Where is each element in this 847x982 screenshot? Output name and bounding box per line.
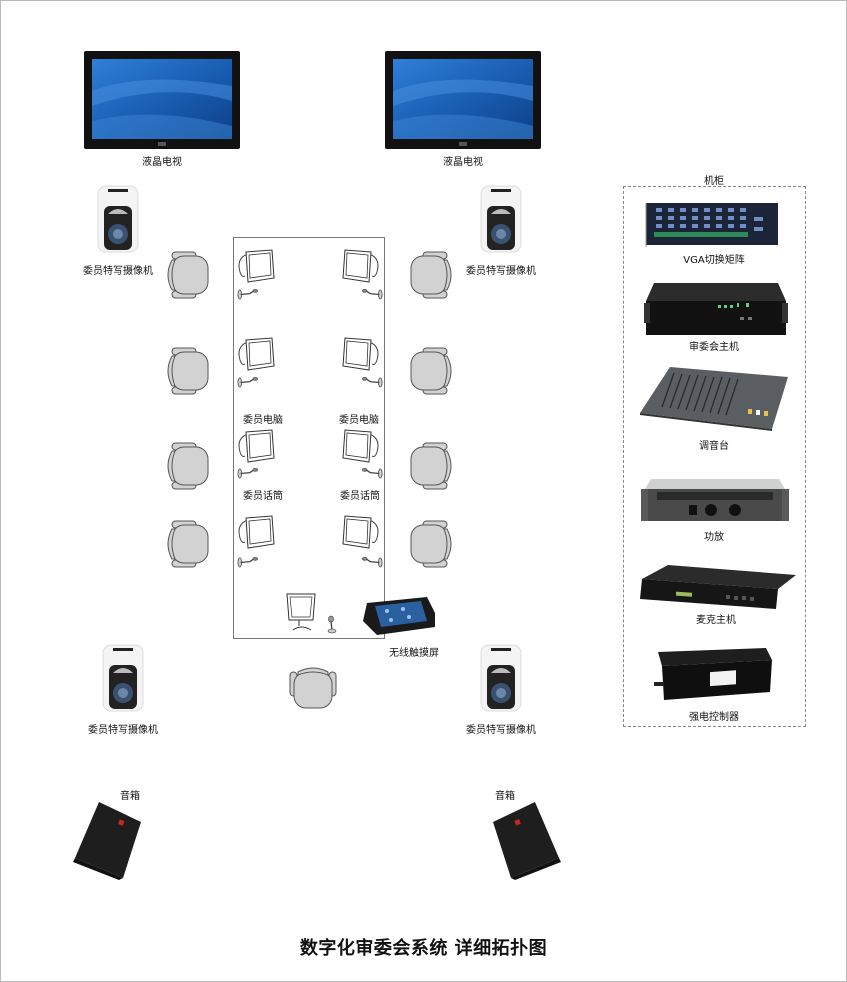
touchscreen-label: 无线触摸屏 <box>389 648 439 659</box>
microphone-icon <box>361 468 383 479</box>
power-controller-label: 强电控制器 <box>689 712 739 723</box>
camera-label: 委员特写摄像机 <box>83 266 153 277</box>
conference-host-icon <box>644 283 788 335</box>
microphone-host-icon <box>640 565 796 609</box>
speaker-icon <box>493 802 561 880</box>
vga-matrix-icon <box>645 203 778 247</box>
touchscreen-icon <box>363 597 435 635</box>
tv-icon <box>84 51 240 149</box>
mixer-label: 调音台 <box>699 441 729 452</box>
computer-icon <box>236 336 276 376</box>
power-controller-icon <box>654 648 772 700</box>
chair-icon <box>288 662 338 712</box>
amplifier-icon <box>641 479 789 521</box>
ptz-camera-icon <box>480 185 522 253</box>
tv-label: 液晶电视 <box>142 157 182 168</box>
microphone-icon <box>237 468 259 479</box>
amplifier-label: 功放 <box>704 532 724 543</box>
camera-label: 委员特写摄像机 <box>466 266 536 277</box>
computer-icon <box>341 248 381 288</box>
vga-matrix-label: VGA切换矩阵 <box>683 255 745 266</box>
chair-icon <box>407 519 457 569</box>
ptz-camera-icon <box>97 185 139 253</box>
chairman-monitor-icon <box>286 593 316 631</box>
equipment-cabinet <box>623 186 806 727</box>
chair-icon <box>162 250 212 300</box>
computer-icon <box>341 336 381 376</box>
microphone-icon <box>361 557 383 568</box>
microphone-icon <box>361 377 383 388</box>
speaker-icon <box>73 802 141 880</box>
microphone-icon <box>237 557 259 568</box>
cabinet-label: 机柜 <box>704 176 724 187</box>
chair-icon <box>407 441 457 491</box>
chairman-microphone-icon <box>327 615 337 634</box>
ptz-camera-icon <box>102 644 144 712</box>
computer-icon <box>236 428 276 468</box>
speaker-label: 音箱 <box>495 791 515 802</box>
microphone-icon <box>237 289 259 300</box>
microphone-icon <box>361 289 383 300</box>
speaker-label: 音箱 <box>120 791 140 802</box>
camera-label: 委员特写摄像机 <box>466 725 536 736</box>
tv-icon <box>385 51 541 149</box>
chair-icon <box>407 346 457 396</box>
chair-icon <box>162 441 212 491</box>
computer-icon <box>236 248 276 288</box>
chair-icon <box>162 519 212 569</box>
microphone-host-label: 麦克主机 <box>696 615 736 626</box>
diagram-title: 数字化审委会系统 详细拓扑图 <box>299 938 548 959</box>
computer-icon <box>236 514 276 554</box>
chair-icon <box>407 250 457 300</box>
computer-label: 委员电脑 <box>339 415 379 426</box>
tv-label: 液晶电视 <box>443 157 483 168</box>
computer-icon <box>341 428 381 468</box>
camera-label: 委员特写摄像机 <box>88 725 158 736</box>
ptz-camera-icon <box>480 644 522 712</box>
computer-icon <box>341 514 381 554</box>
conference-host-label: 审委会主机 <box>689 342 739 353</box>
microphone-icon <box>237 377 259 388</box>
microphone-label: 委员话筒 <box>340 491 380 502</box>
microphone-label: 委员话筒 <box>243 491 283 502</box>
computer-label: 委员电脑 <box>243 415 283 426</box>
chair-icon <box>162 346 212 396</box>
mixer-icon <box>640 367 788 431</box>
